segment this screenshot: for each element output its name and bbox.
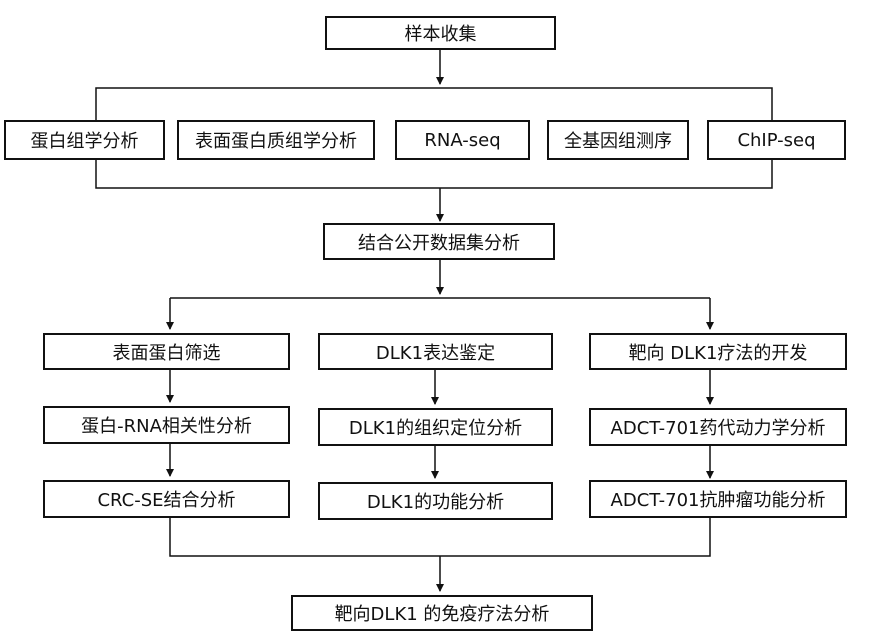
methods-bracket-top (95, 87, 773, 120)
rna-seq-box: RNA-seq (395, 120, 530, 160)
dlk1-function-box: DLK1的功能分析 (318, 482, 553, 520)
dlk1-immunotherapy-box: 靶向DLK1 的免疫疗法分析 (291, 595, 593, 631)
dlk1-expression-box: DLK1表达鉴定 (318, 333, 553, 370)
chip-seq-box: ChIP-seq (707, 120, 846, 160)
surface-proteomics-box: 表面蛋白质组学分析 (177, 120, 375, 160)
protein-rna-correlation-box: 蛋白-RNA相关性分析 (43, 406, 290, 444)
combined-analysis-box: 结合公开数据集分析 (323, 223, 555, 260)
sample-collection-box: 样本收集 (325, 16, 556, 50)
crc-se-binding-box: CRC-SE结合分析 (43, 480, 290, 518)
methods-bracket-bottom (95, 160, 773, 189)
surface-protein-screen-box: 表面蛋白筛选 (43, 333, 290, 370)
adct701-pk-box: ADCT-701药代动力学分析 (589, 408, 847, 446)
merge-bracket (169, 518, 711, 557)
proteomics-box: 蛋白组学分析 (4, 120, 165, 160)
dlk1-therapy-development-box: 靶向 DLK1疗法的开发 (589, 333, 847, 370)
adct701-antitumor-box: ADCT-701抗肿瘤功能分析 (589, 480, 847, 518)
wgs-box: 全基因组测序 (547, 120, 689, 160)
dlk1-tissue-localization-box: DLK1的组织定位分析 (318, 408, 553, 446)
